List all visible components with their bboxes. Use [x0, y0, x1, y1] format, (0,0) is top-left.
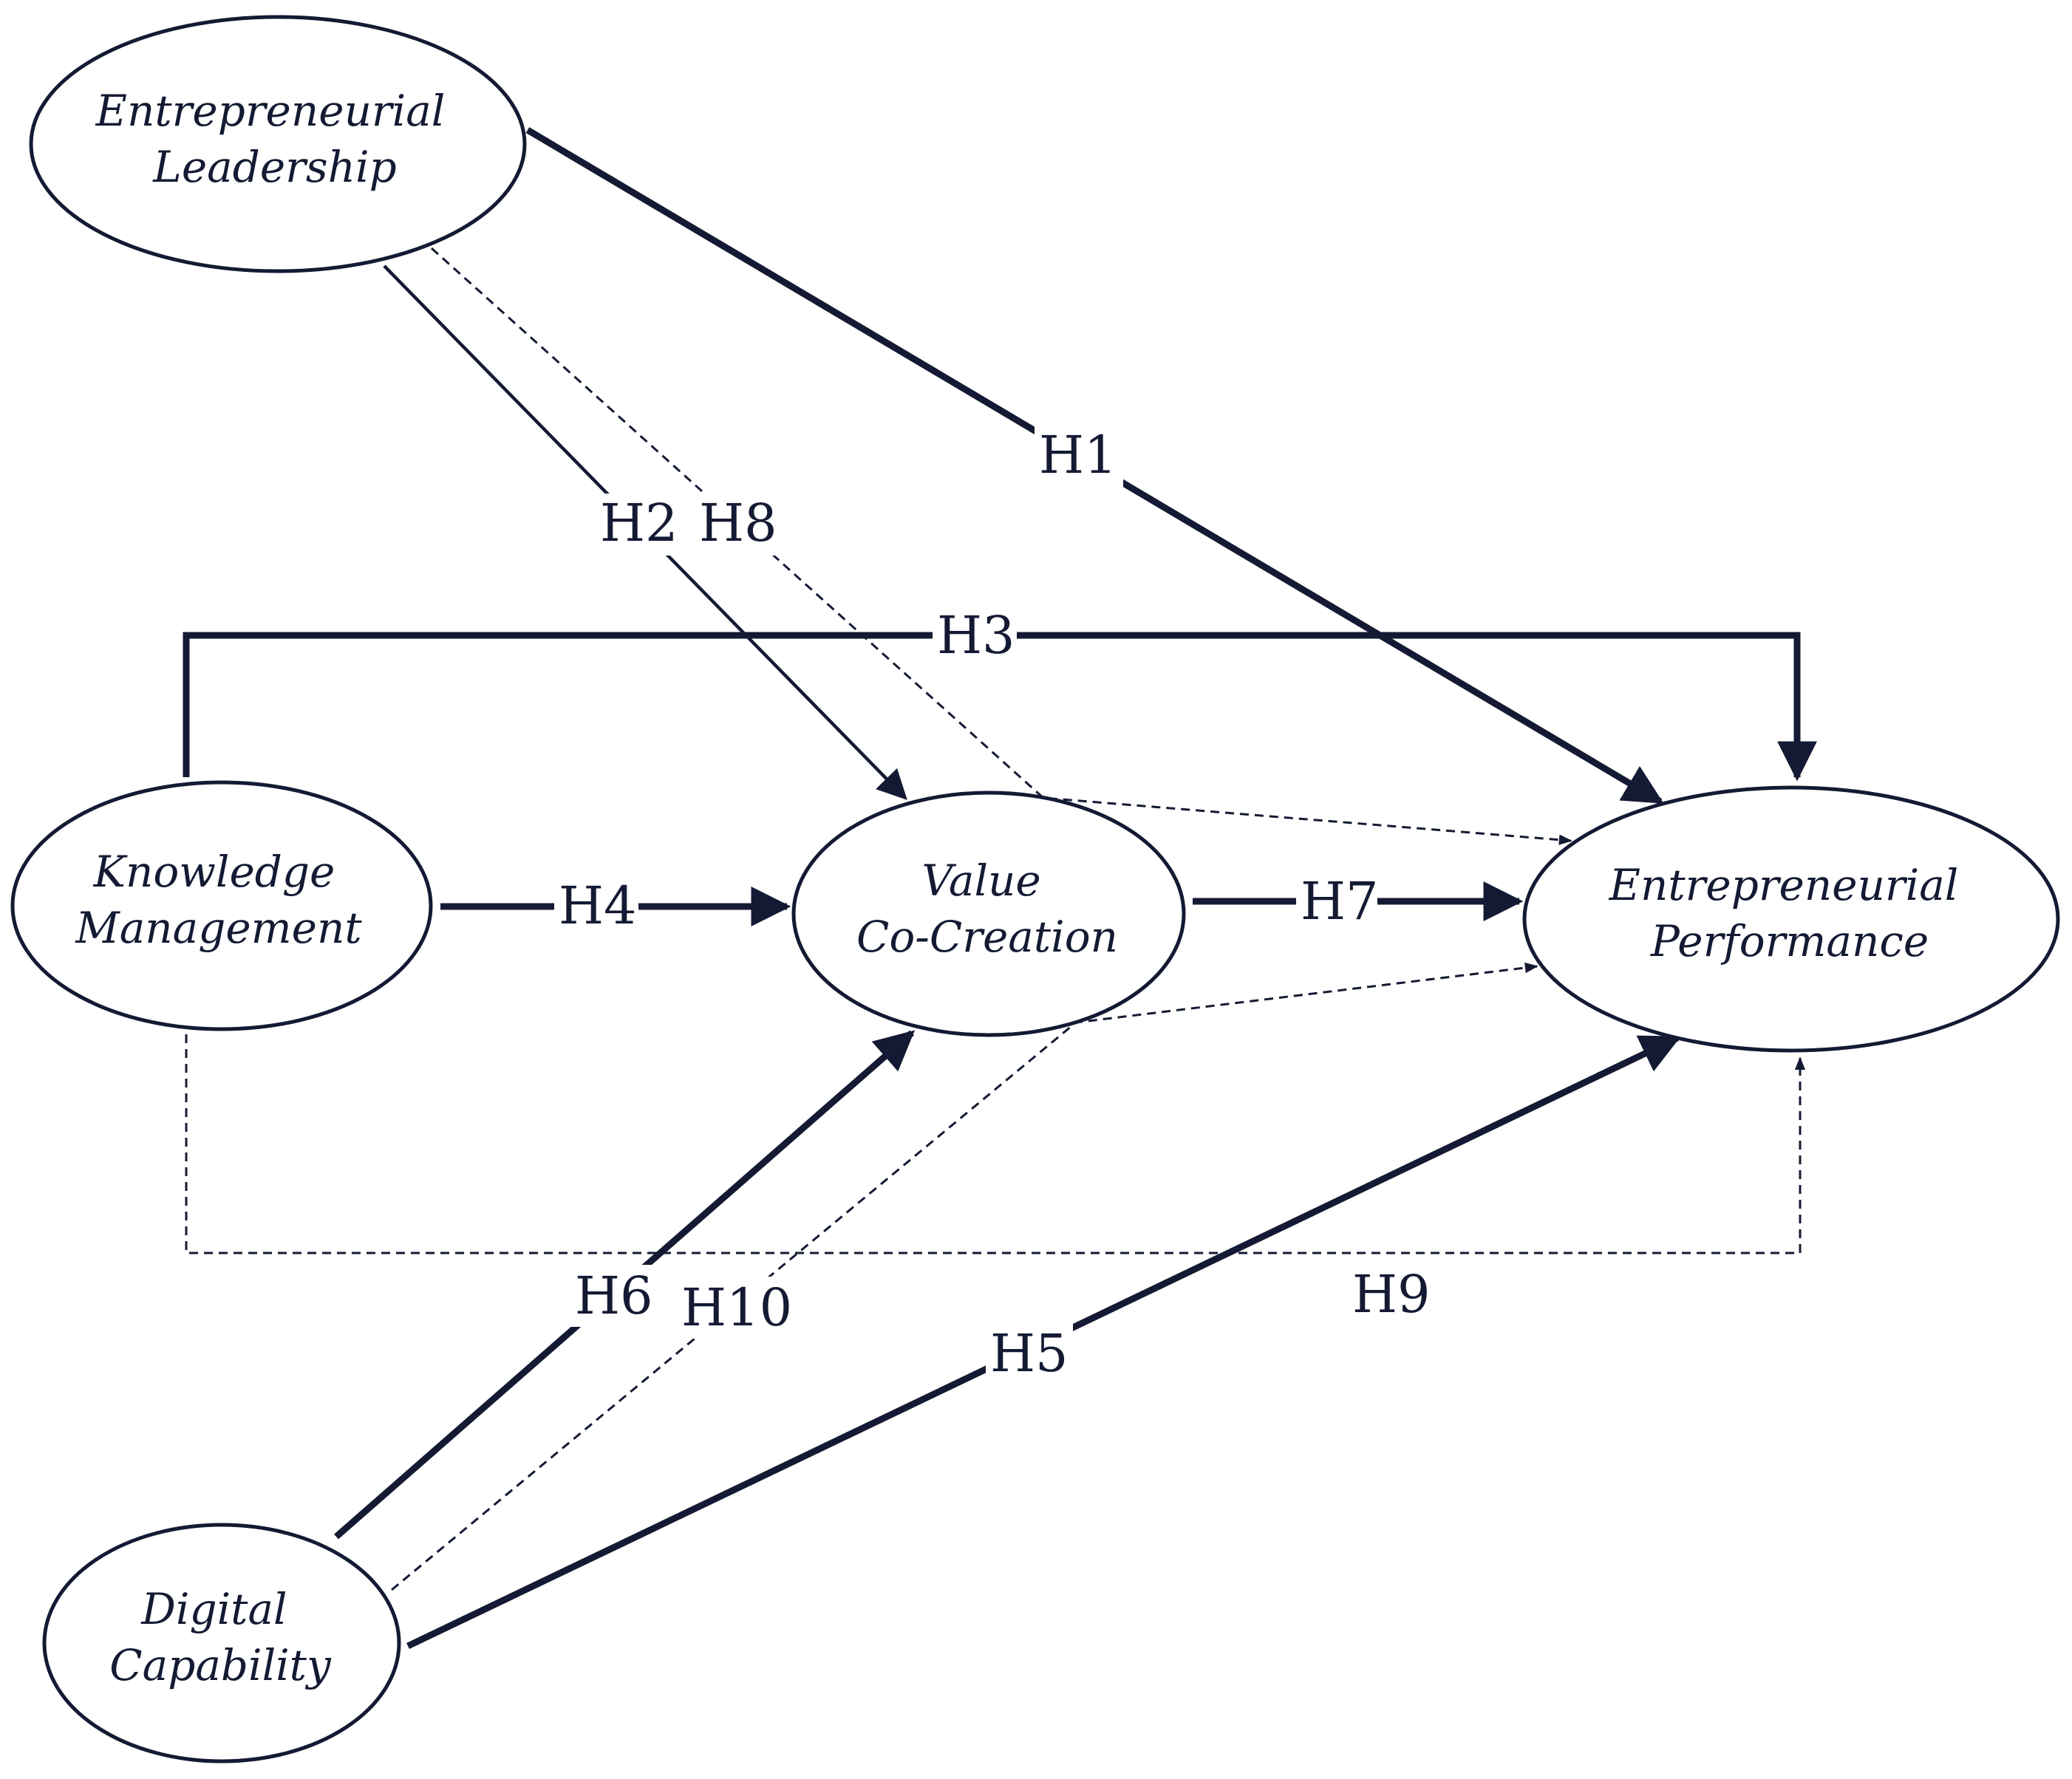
node-knowledge-management-line2: Management	[75, 903, 362, 953]
edge-h9	[185, 1034, 1806, 1254]
node-digital-capability-line1: Digital	[140, 1584, 287, 1634]
label-h3: H3	[937, 605, 1015, 666]
node-entrepreneurial-leadership-line1: Entrepreneurial	[95, 86, 446, 136]
node-entrepreneurial-leadership: Entrepreneurial Leadership	[29, 15, 527, 273]
node-entrepreneurial-leadership-line2: Leadership	[152, 142, 396, 192]
node-entrepreneurial-performance-line1: Entrepreneurial	[1609, 860, 1959, 910]
node-value-co-creation-line2: Co-Creation	[856, 912, 1118, 962]
label-h8: H8	[699, 493, 777, 553]
label-h7: H7	[1301, 871, 1379, 932]
label-h1: H1	[1039, 425, 1117, 485]
node-digital-capability-line2: Capability	[109, 1640, 332, 1690]
label-h9: H9	[1352, 1264, 1431, 1325]
label-h5: H5	[990, 1323, 1069, 1384]
edge-h8	[430, 247, 1572, 845]
node-knowledge-management: Knowledge Management	[10, 780, 433, 1031]
label-h6: H6	[575, 1266, 653, 1326]
label-h10: H10	[681, 1277, 792, 1338]
node-value-co-creation: Value Co-Creation	[791, 791, 1186, 1037]
node-entrepreneurial-performance-line2: Performance	[1650, 916, 1929, 966]
label-h2: H2	[600, 493, 678, 553]
node-digital-capability: Digital Capability	[42, 1523, 401, 1763]
node-value-co-creation-line1: Value	[921, 856, 1040, 906]
node-knowledge-management-line1: Knowledge	[93, 847, 335, 897]
label-h4: H4	[559, 875, 637, 936]
node-entrepreneurial-performance: Entrepreneurial Performance	[1522, 785, 2060, 1053]
